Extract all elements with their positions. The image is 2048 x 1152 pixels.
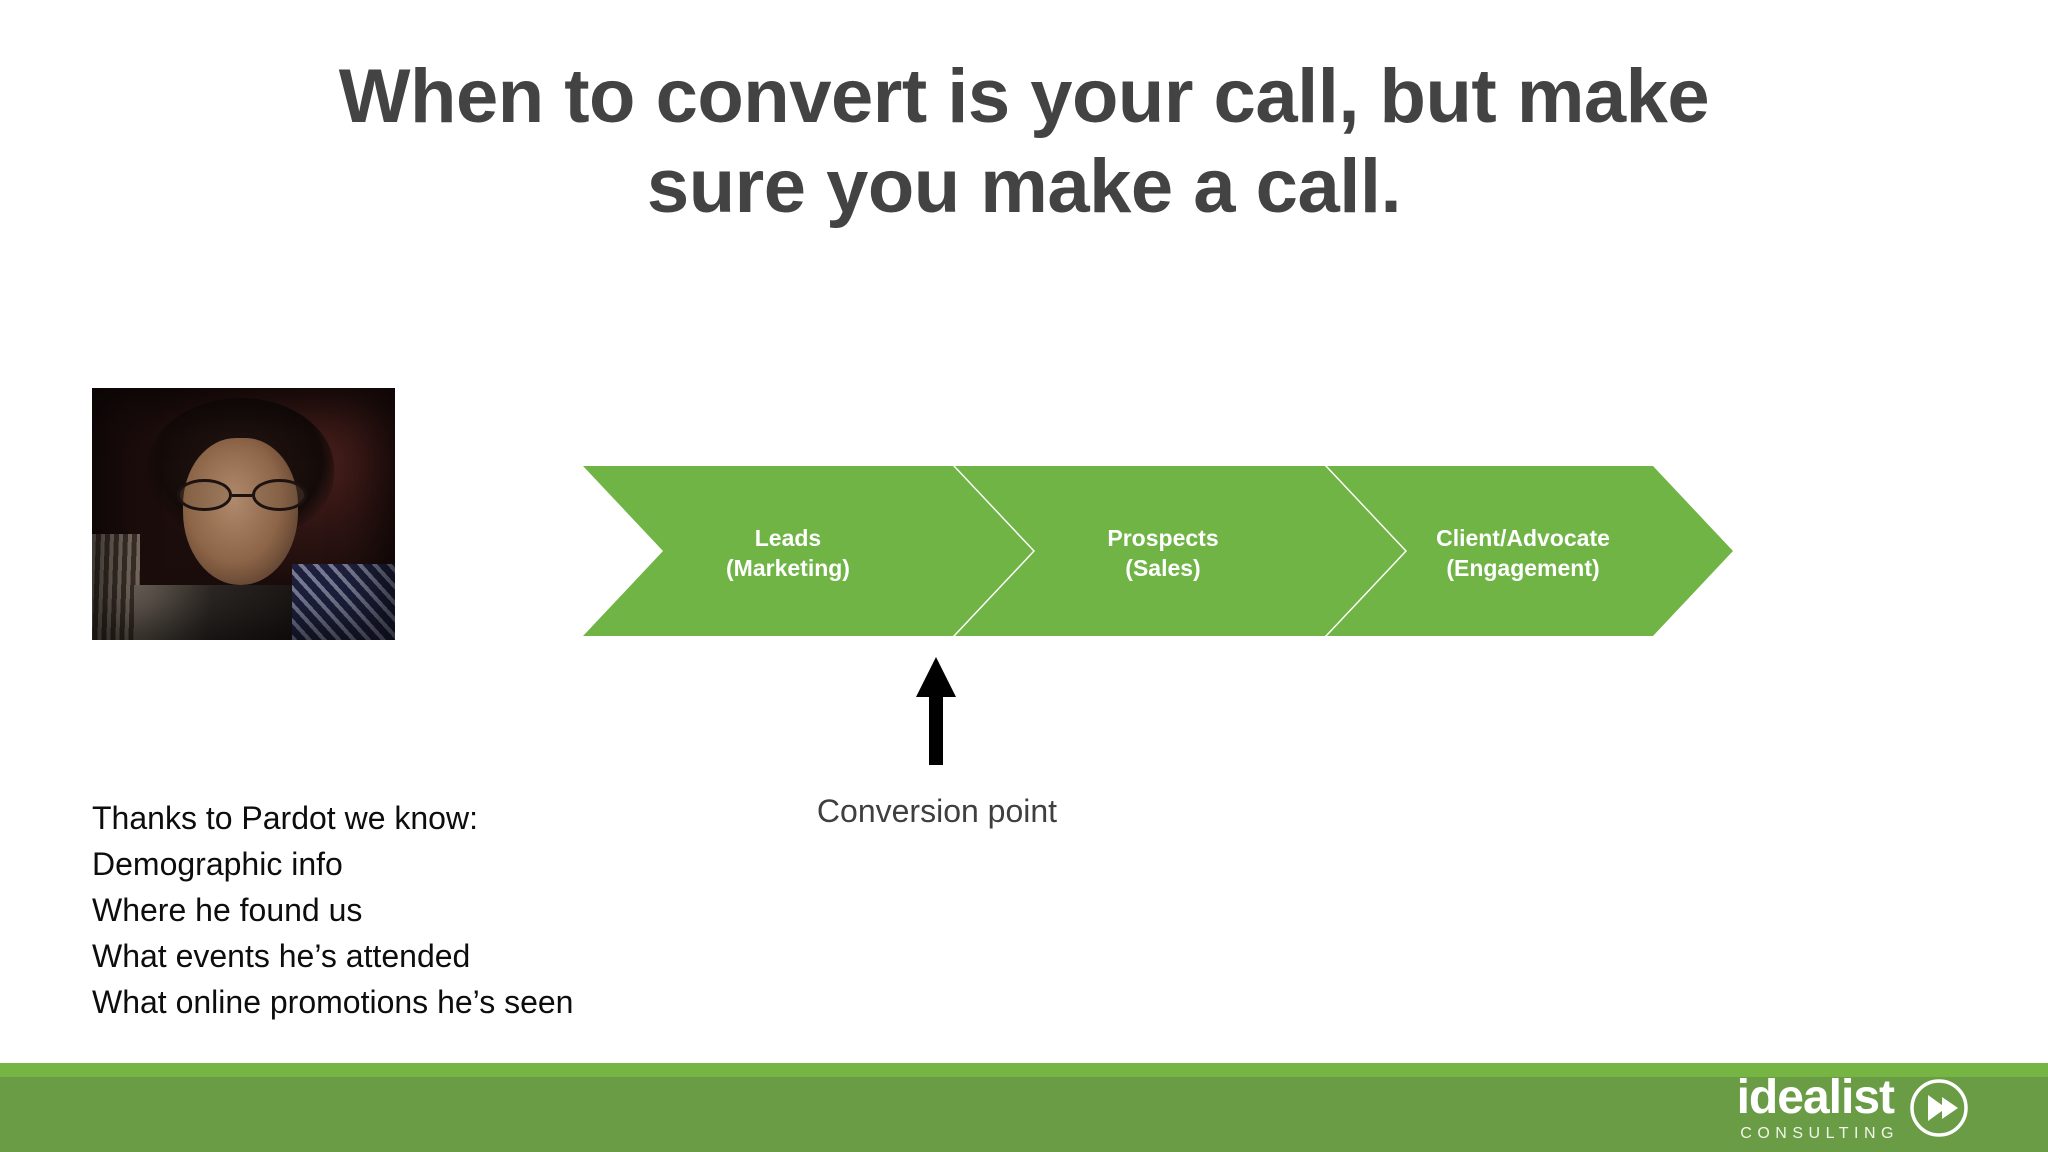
chevron-shape-1 (583, 466, 1033, 636)
portrait-photo (92, 388, 395, 640)
brand-wordmark: idealist CONSULTING (1736, 1071, 1895, 1142)
chevron-shape-3 (1327, 466, 1733, 636)
process-stage-prospects[interactable]: Prospects (Sales) (955, 466, 1405, 636)
process-stage-leads[interactable]: Leads (Marketing) (583, 466, 1033, 636)
list-item: What online promotions he’s seen (92, 984, 574, 1020)
page-title-line-1: When to convert is your call, but make (338, 54, 1710, 139)
photo-striped-garment (92, 534, 141, 640)
process-flow-diagram: Leads (Marketing) Prospects (Sales) Clie… (583, 466, 1733, 636)
conversion-point-arrow-icon (908, 655, 964, 765)
page-title-line-2: sure you make a call. (646, 143, 1402, 229)
process-stage-3-line-2: (Engagement) (1446, 555, 1599, 581)
process-stage-1-line-1: Leads (755, 525, 821, 551)
chevron-shape-2 (955, 466, 1405, 636)
photo-shirt (134, 584, 305, 640)
list-item: Demographic info (92, 846, 343, 882)
process-stage-client-advocate[interactable]: Client/Advocate (Engagement) (1327, 466, 1733, 636)
conversion-point-label: Conversion point (816, 793, 1058, 829)
page-title: When to convert is your call, but make s… (120, 52, 1928, 231)
footer-strip-dark (0, 1077, 2048, 1152)
photo-patterned-cloth (291, 564, 395, 640)
brand-tagline: CONSULTING (1740, 1125, 1899, 1142)
list-item: Where he found us (92, 892, 363, 928)
insights-list: Thanks to Pardot we know: Demographic in… (92, 795, 573, 1025)
list-item: Thanks to Pardot we know: (92, 800, 478, 836)
process-stage-1-line-2: (Marketing) (726, 555, 850, 581)
list-item: What events he’s attended (92, 938, 471, 974)
footer-strip-light (0, 1063, 2048, 1077)
process-stage-2-line-2: (Sales) (1125, 555, 1200, 581)
glasses-icon (176, 478, 308, 512)
brand-logo: idealist CONSULTING (1737, 1074, 1970, 1142)
process-stage-2-line-1: Prospects (1107, 525, 1218, 551)
footer-bar (0, 1063, 2048, 1152)
brand-name: idealist (1736, 1071, 1895, 1124)
fast-forward-circle-icon (1908, 1077, 1970, 1139)
process-stage-3-line-1: Client/Advocate (1436, 525, 1610, 551)
photo-vignette (92, 388, 395, 640)
photo-face (182, 438, 299, 585)
